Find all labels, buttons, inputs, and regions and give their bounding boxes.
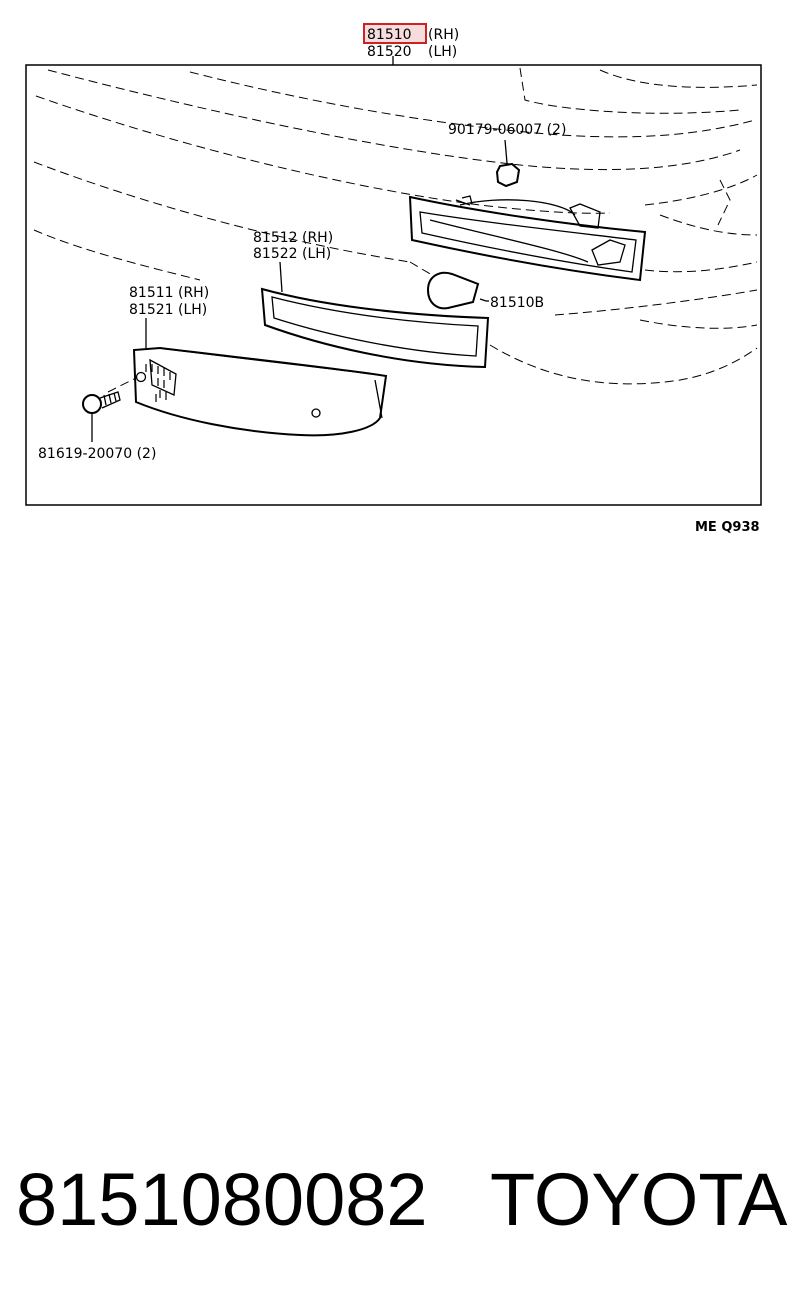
screw-icon (82, 391, 121, 442)
part-side-lh: (LH) (428, 44, 457, 60)
bumper-outline (33, 67, 758, 385)
part-side-rh: (RH) (428, 27, 459, 43)
bulb-icon (409, 261, 487, 310)
footer: 8151080082 TOYOTA (0, 1155, 792, 1245)
highlight-box (363, 23, 427, 44)
part-code-lh: 81520 (367, 44, 412, 60)
gasket-label-lh: 81522 (LH) (253, 246, 331, 262)
lens-icon (107, 346, 388, 437)
lens-label-lh: 81521 (LH) (129, 302, 207, 318)
brand-name: TOYOTA (490, 1158, 788, 1241)
figure-code: ME Q938 (695, 520, 760, 535)
nut-label: 90179-06007 (2) (448, 122, 566, 138)
gasket-icon (260, 287, 490, 369)
bulb-label: 81510B (490, 295, 544, 311)
lamp-assembly-icon (408, 195, 647, 282)
parts-diagram: 81510 (RH) 81520 (LH) 90179-06007 (2) 81… (25, 23, 762, 535)
nut-icon (495, 139, 521, 188)
screw-label: 81619-20070 (2) (38, 446, 156, 462)
part-number: 8151080082 (16, 1158, 428, 1241)
part-code-rh: 81510 (367, 27, 412, 43)
lens-label-rh: 81511 (RH) (129, 285, 209, 301)
gasket-label-rh: 81512 (RH) (253, 230, 333, 246)
